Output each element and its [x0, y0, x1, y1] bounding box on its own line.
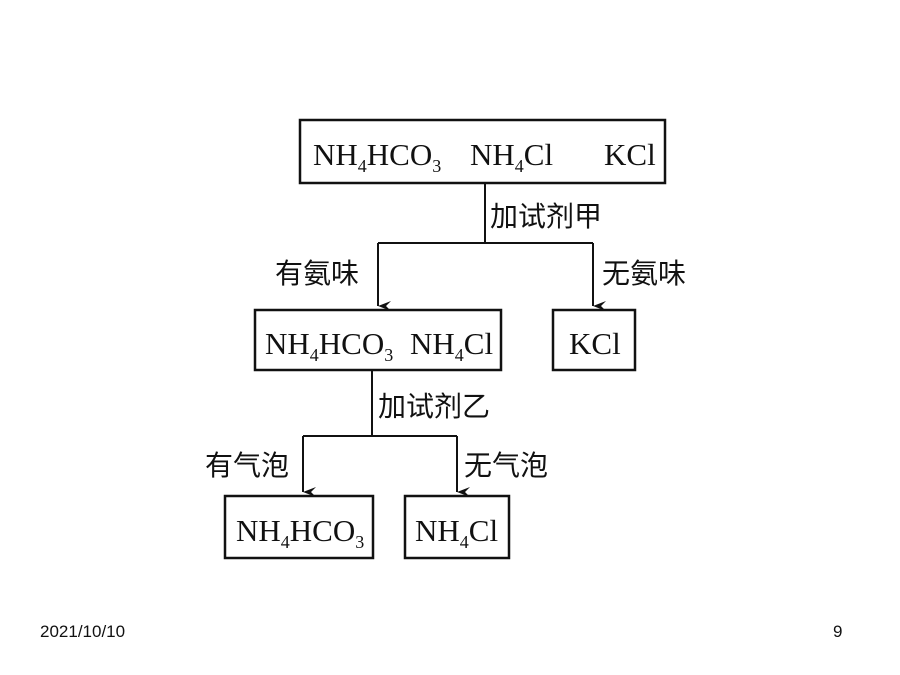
branch-no-ammonia-label: 无氨味 — [602, 257, 686, 290]
bottom-left-box — [223, 494, 375, 560]
page-number: 9 — [833, 622, 843, 641]
bottom-right-formula: NH4Cl — [415, 513, 498, 552]
bottom-right-box — [403, 494, 511, 560]
mid-box-formula-2: NH4Cl — [410, 326, 493, 365]
top-box-formula-1: NH4HCO3 — [313, 137, 441, 176]
reagent-b-label: 加试剂乙 — [378, 390, 490, 423]
branch-no-bubbles-label: 无气泡 — [464, 449, 548, 482]
footer-date: 2021/10/10 — [40, 622, 126, 641]
top-box-formula-3: KCl — [604, 137, 656, 172]
reagent-a-label: 加试剂甲 — [490, 200, 602, 233]
mid-box-formula-1: NH4HCO3 — [265, 326, 393, 365]
branch-bubbles-label: 有气泡 — [205, 449, 289, 482]
branch-ammonia-label: 有氨味 — [275, 257, 359, 290]
bottom-left-formula: NH4HCO3 — [236, 513, 364, 552]
mid-box — [253, 308, 503, 372]
top-box-formula-2: NH4Cl — [470, 137, 553, 176]
top-box — [298, 118, 667, 185]
right-box — [551, 308, 637, 372]
right-box-formula: KCl — [569, 326, 621, 361]
